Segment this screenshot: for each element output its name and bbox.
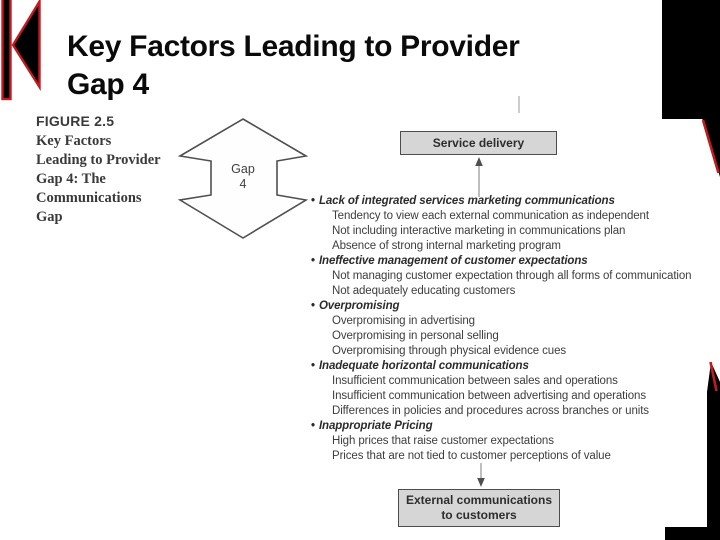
factor-heading: •Lack of integrated services marketing c… — [306, 194, 718, 209]
factor-heading: •Ineffective management of customer expe… — [306, 254, 718, 269]
bullet-icon: • — [311, 420, 315, 432]
connector-to-external-comm — [477, 463, 485, 487]
gap-label-line1: Gap — [231, 162, 255, 176]
logo-bar-icon — [1, 0, 12, 101]
decoration-top-right-bar — [662, 0, 720, 119]
external-comm-label-line1: External communications — [405, 493, 553, 507]
logo-triangle-icon — [11, 0, 41, 92]
factor-item: Overpromising in personal selling — [332, 330, 499, 342]
factor-item: Insufficient communication between adver… — [332, 390, 646, 402]
connector-to-service-delivery — [475, 157, 483, 197]
service-delivery-box: Service delivery — [400, 131, 557, 155]
figure-caption-line: Gap — [36, 209, 63, 225]
figure-caption-line: Key Factors — [36, 133, 112, 149]
factor-heading: •Inappropriate Pricing — [306, 419, 718, 434]
bullet-icon: • — [311, 360, 315, 372]
figure-caption-line: Leading to Provider — [36, 152, 161, 168]
factor-group: •Ineffective management of customer expe… — [306, 254, 718, 299]
factor-heading: •Inadequate horizontal communications — [306, 359, 718, 374]
factor-heading-text: Lack of integrated services marketing co… — [318, 195, 615, 207]
figure-caption: FIGURE 2.5 Key Factors Leading to Provid… — [36, 113, 196, 227]
figure-label: FIGURE 2.5 — [36, 113, 115, 129]
factor-item: Differences in policies and procedures a… — [332, 405, 649, 417]
figure-caption-line: Gap 4: The — [36, 171, 106, 187]
factor-heading-text: Overpromising — [318, 300, 400, 312]
factor-item: Not adequately educating customers — [332, 285, 516, 297]
factor-heading-text: Inappropriate Pricing — [318, 420, 433, 432]
gap-double-arrow-shape — [177, 118, 309, 239]
factor-item: Tendency to view each external communica… — [332, 210, 649, 222]
decoration-bottom-right — [665, 361, 720, 540]
arrowhead-down-icon — [477, 478, 485, 487]
factors-list: •Lack of integrated services marketing c… — [306, 194, 718, 464]
factor-item: Absence of strong internal marketing pro… — [332, 240, 561, 252]
figure-caption-line: Communications — [36, 190, 142, 206]
bullet-icon: • — [311, 300, 315, 312]
factor-group: •Lack of integrated services marketing c… — [306, 194, 718, 254]
factor-item: Not including interactive marketing in c… — [332, 225, 626, 237]
decoration-top-right — [662, 0, 720, 177]
page-title-line1: Key Factors Leading to Provider — [67, 30, 520, 63]
bullet-icon: • — [311, 255, 315, 267]
factor-item: Insufficient communication between sales… — [332, 375, 618, 387]
service-delivery-label: Service delivery — [432, 135, 525, 150]
gap-label-line2: 4 — [239, 177, 247, 191]
arrowhead-up-icon — [475, 157, 483, 166]
bullet-icon: • — [311, 195, 315, 207]
factor-heading: •Overpromising — [306, 299, 718, 314]
factor-item: Prices that are not tied to customer per… — [332, 450, 611, 462]
decoration-bottom-right-red-edge — [709, 361, 718, 392]
corner-logo-top-left — [1, 0, 41, 101]
factor-item: Overpromising in advertising — [332, 315, 475, 327]
gap-label: Gap 4 — [211, 162, 275, 192]
page-title: Key Factors Leading to Provider Gap 4 — [67, 28, 627, 104]
factor-heading-text: Inadequate horizontal communications — [318, 360, 529, 372]
page-title-line2: Gap 4 — [67, 68, 149, 101]
factor-item: Overpromising through physical evidence … — [332, 345, 567, 357]
external-comm-label-line2: to customers — [441, 508, 517, 522]
factor-item: Not managing customer expectation throug… — [332, 270, 692, 282]
factor-heading-text: Ineffective management of customer expec… — [318, 255, 588, 267]
external-communications-box: External communications to customers — [398, 489, 560, 527]
decoration-top-right-red-edge — [701, 119, 720, 174]
factor-item: High prices that raise customer expectat… — [332, 435, 554, 447]
